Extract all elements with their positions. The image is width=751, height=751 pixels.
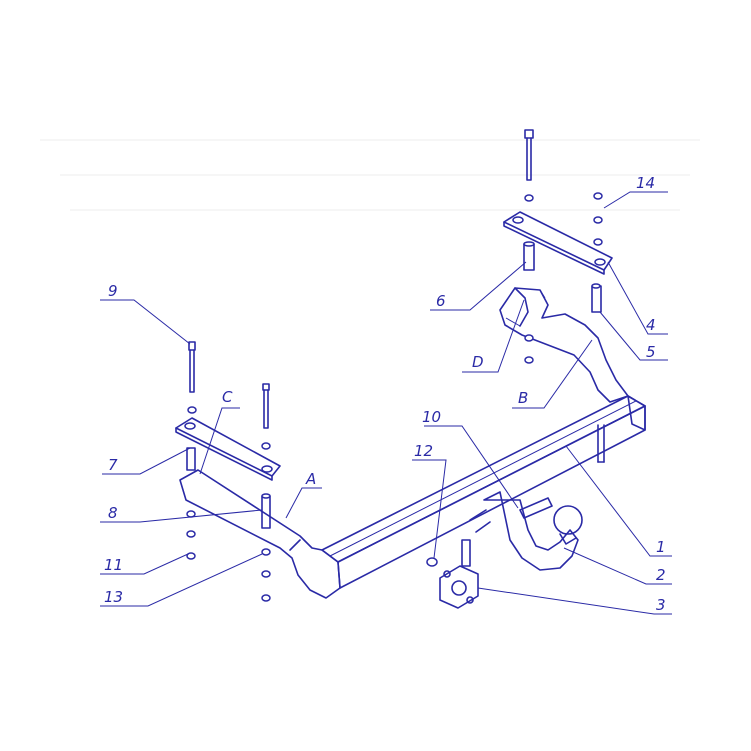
crossbar-part-1 bbox=[321, 395, 646, 589]
socket-plate-part-3 bbox=[439, 539, 479, 609]
bolt-right-top bbox=[524, 129, 534, 202]
callout-8: 8 bbox=[108, 504, 118, 522]
callout-4: 4 bbox=[646, 316, 656, 334]
callout-C: C bbox=[222, 388, 233, 406]
callout-13: 13 bbox=[104, 588, 123, 606]
right-clamp-plate-part-4 bbox=[503, 211, 613, 275]
callout-7: 7 bbox=[108, 456, 118, 474]
bolt-part-9 bbox=[187, 341, 197, 414]
callout-5: 5 bbox=[646, 343, 656, 361]
spacer-part-8 bbox=[186, 447, 271, 529]
leader-lines bbox=[100, 191, 672, 615]
callout-labels: 14 4 5 6 D B 9 C 7 8 A 11 13 10 12 1 2 3 bbox=[104, 174, 666, 614]
callout-9: 9 bbox=[108, 282, 118, 300]
callout-6: 6 bbox=[436, 292, 446, 310]
spacer-part-5 bbox=[591, 283, 602, 313]
right-lower-nuts bbox=[524, 334, 534, 364]
callout-2: 2 bbox=[656, 566, 666, 584]
left-side-bracket bbox=[179, 469, 341, 599]
callout-A: A bbox=[305, 470, 316, 488]
left-clamp-plate-part-7 bbox=[175, 417, 281, 481]
callout-1: 1 bbox=[656, 538, 666, 556]
tow-ball-part-2 bbox=[469, 491, 583, 571]
right-side-bracket bbox=[499, 287, 629, 463]
nut-part-12 bbox=[426, 557, 438, 567]
callout-10: 10 bbox=[422, 408, 441, 426]
callout-3: 3 bbox=[656, 596, 666, 614]
background-watermark bbox=[40, 139, 700, 211]
callout-14: 14 bbox=[636, 174, 655, 192]
callout-12: 12 bbox=[414, 442, 433, 460]
nuts-part-14 bbox=[593, 192, 603, 246]
spacer-part-6 bbox=[523, 241, 535, 271]
callout-B: B bbox=[518, 389, 528, 407]
callout-D: D bbox=[472, 353, 484, 371]
callout-11: 11 bbox=[104, 556, 123, 574]
bolt-left-2 bbox=[261, 383, 271, 450]
